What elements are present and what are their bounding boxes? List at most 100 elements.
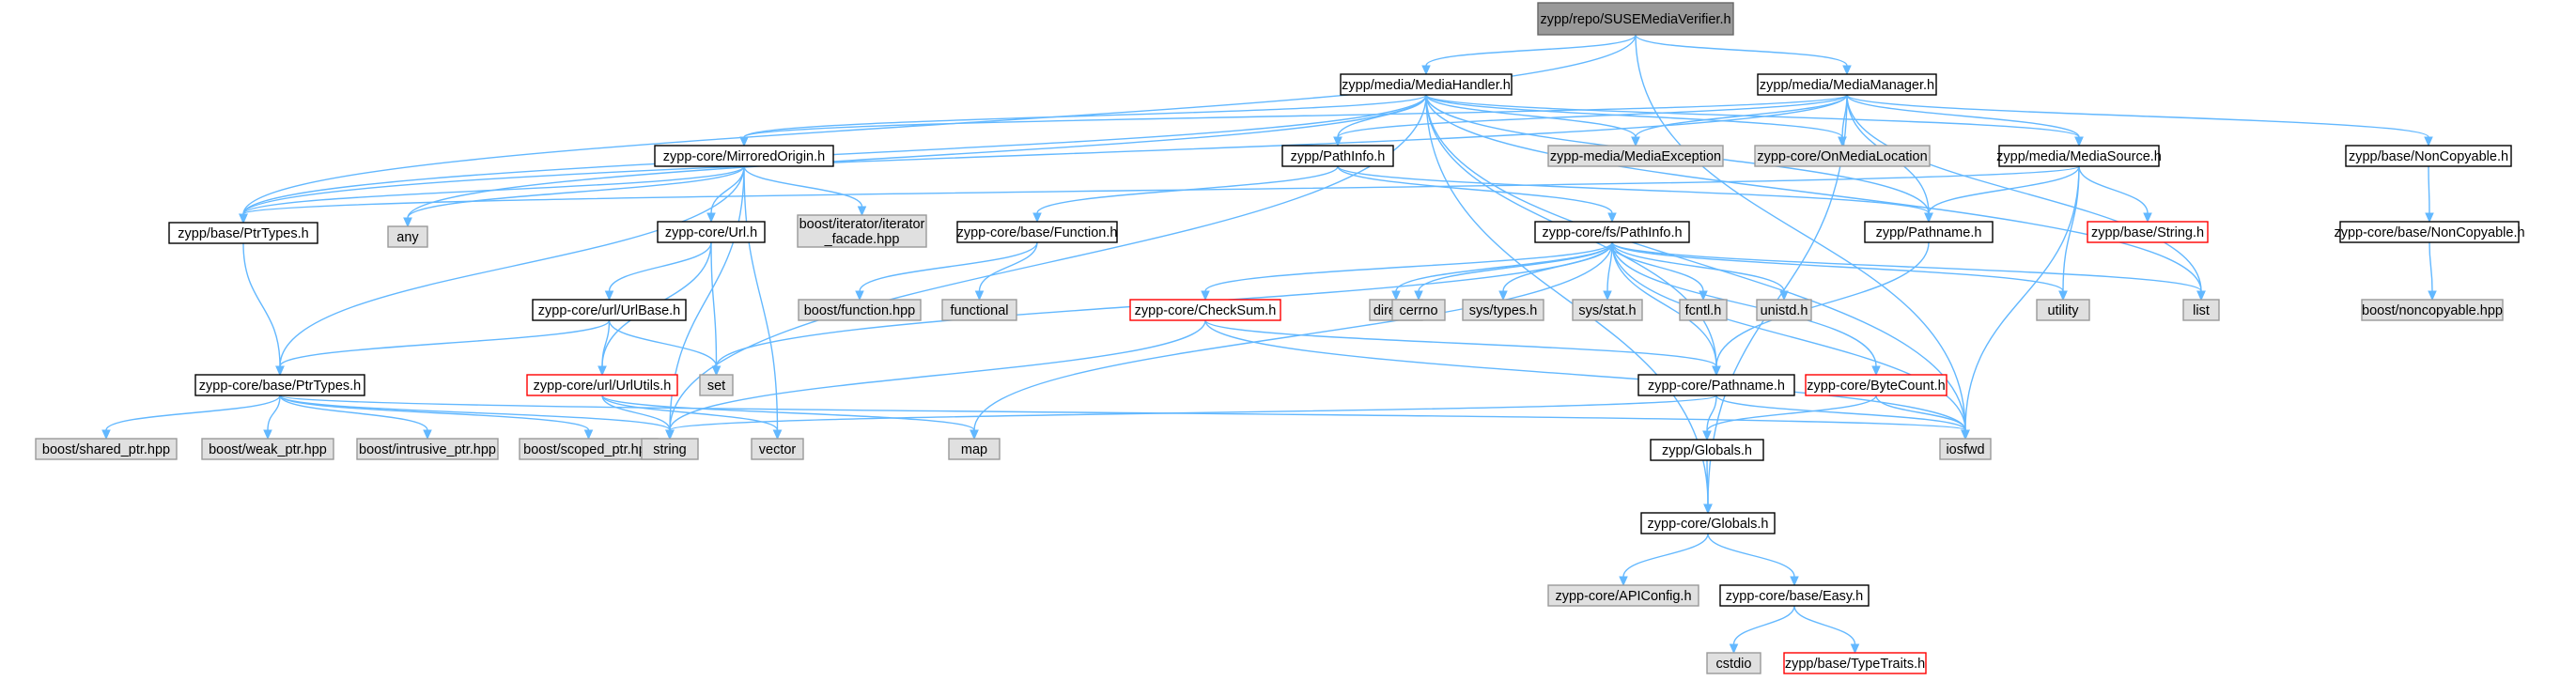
edge-n20-n33 — [608, 319, 722, 377]
edge-line — [669, 395, 1717, 431]
node-box — [956, 221, 1118, 243]
edge-line — [601, 319, 611, 367]
node-n30[interactable]: zypp-core/CheckSum.h — [1129, 299, 1281, 321]
edge-arrowhead — [239, 213, 248, 224]
edge-n13-n19 — [974, 241, 1038, 302]
node-n45[interactable]: zypp-core/Globals.h — [1640, 512, 1776, 534]
node-n14[interactable]: zypp-core/fs/PathInfo.h — [1534, 221, 1690, 243]
node-box — [1939, 438, 1992, 460]
node-box — [1757, 73, 1937, 96]
edge-n17-n29 — [2428, 241, 2437, 302]
node-n32[interactable]: zypp-core/url/UrlUtils.h — [526, 374, 678, 396]
edge-line — [279, 395, 1966, 431]
node-label: zypp/base/PtrTypes.h — [178, 226, 308, 241]
edge-line — [601, 395, 779, 431]
node-n1[interactable]: zypp/media/MediaHandler.h — [1340, 73, 1513, 96]
node-box — [1281, 145, 1394, 167]
node-n38: boost/intrusive_ptr.hpp — [356, 438, 499, 460]
edge-line — [669, 319, 1206, 431]
edge-arrowhead — [2058, 290, 2068, 302]
edge-line — [1611, 241, 1704, 292]
node-n22: cerrno — [1391, 299, 1446, 321]
node-n34[interactable]: zypp-core/Pathname.h — [1637, 374, 1795, 396]
node-label: zypp/base/TypeTraits.h — [1785, 657, 1925, 672]
node-n43[interactable]: zypp/Globals.h — [1650, 439, 1764, 461]
node-n33: set — [699, 374, 734, 396]
node-box — [2087, 221, 2209, 243]
node-n12: boost/iterator/iterator_facade.hpp — [797, 214, 927, 248]
edge-arrowhead — [665, 429, 675, 441]
edge-arrowhead — [1850, 643, 1860, 655]
node-n49[interactable]: zypp/base/TypeTraits.h — [1783, 652, 1927, 674]
edge-arrowhead — [2143, 212, 2152, 224]
edge-n9-n31 — [242, 242, 285, 377]
node-n15[interactable]: zypp/Pathname.h — [1864, 221, 1994, 243]
edge-line — [1337, 94, 1848, 138]
node-label: zypp/base/NonCopyable.h — [2349, 149, 2508, 164]
edge-line — [2078, 165, 2149, 214]
edge-arrowhead — [706, 212, 716, 224]
node-n8[interactable]: zypp/base/NonCopyable.h — [2345, 145, 2512, 167]
node-n20[interactable]: zypp-core/url/UrlBase.h — [532, 299, 687, 321]
node-box — [1340, 73, 1513, 96]
node-box — [194, 374, 365, 396]
node-n0[interactable]: zypp/repo/SUSEMediaVerifier.h — [1537, 2, 1734, 36]
edge-n31-n36 — [101, 395, 281, 441]
edge-line — [1964, 165, 2080, 431]
node-label: zypp/repo/SUSEMediaVerifier.h — [1540, 12, 1730, 27]
node-n3[interactable]: zypp-core/MirroredOrigin.h — [654, 145, 834, 167]
edge-line — [1715, 241, 1930, 367]
node-n9[interactable]: zypp/base/PtrTypes.h — [168, 222, 318, 244]
edge-n45-n46 — [1619, 533, 1709, 587]
edge-n14-n28 — [1611, 241, 2206, 302]
node-label: functional — [950, 303, 1008, 318]
node-label: zypp-core/url/UrlUtils.h — [534, 379, 672, 394]
node-n11[interactable]: zypp-core/Url.h — [657, 221, 766, 243]
edge-arrowhead — [1703, 503, 1713, 515]
edge-n31-n38 — [279, 395, 432, 441]
node-label: any — [396, 230, 419, 245]
edge-n3-n10 — [403, 165, 745, 228]
edge-line — [1715, 395, 1966, 431]
node-box — [798, 299, 922, 321]
edge-n35-n44 — [1875, 395, 1970, 441]
node-box — [1754, 145, 1931, 167]
edge-arrowhead — [857, 206, 867, 217]
node-box — [1864, 221, 1994, 243]
edge-n11-n33 — [710, 241, 722, 377]
node-n2[interactable]: zypp/media/MediaManager.h — [1757, 73, 1937, 96]
node-box — [654, 145, 834, 167]
edge-line — [1846, 94, 2080, 138]
node-n47[interactable]: zypp-core/base/Easy.h — [1719, 584, 1870, 607]
node-box — [699, 374, 734, 396]
node-box — [1783, 652, 1927, 674]
node-n31[interactable]: zypp-core/base/PtrTypes.h — [194, 374, 365, 396]
node-label: iosfwd — [1946, 442, 1984, 457]
node-n17[interactable]: zypp-core/base/NonCopyable.h — [2334, 221, 2525, 243]
edge-n7-n27 — [2058, 165, 2080, 302]
node-box — [387, 225, 428, 248]
node-n41: vector — [751, 438, 804, 460]
edge-line — [1425, 94, 1637, 138]
edge-arrowhead — [403, 217, 412, 228]
node-box — [797, 214, 927, 248]
edge-n2-n28 — [1846, 94, 2206, 302]
edge-n14-n35 — [1611, 241, 1881, 377]
node-n4[interactable]: zypp/PathInfo.h — [1281, 145, 1394, 167]
edge-n20-n32 — [597, 319, 611, 377]
node-n13[interactable]: zypp-core/base/Function.h — [956, 221, 1118, 243]
edge-arrowhead — [101, 429, 111, 441]
edge-line — [105, 395, 281, 431]
edge-line — [1425, 34, 1637, 67]
edge-line — [279, 395, 590, 431]
node-n16[interactable]: zypp/base/String.h — [2087, 221, 2209, 243]
node-n35[interactable]: zypp-core/ByteCount.h — [1805, 374, 1948, 396]
edge-arrowhead — [1333, 136, 1342, 147]
node-label: zypp-core/APIConfig.h — [1555, 589, 1691, 604]
node-label: list — [2193, 303, 2210, 318]
node-n19: functional — [941, 299, 1017, 321]
node-n7[interactable]: zypp/media/MediaSource.h — [1996, 145, 2162, 167]
edge-line — [743, 94, 1427, 138]
node-box — [168, 222, 318, 244]
node-box — [1805, 374, 1948, 396]
